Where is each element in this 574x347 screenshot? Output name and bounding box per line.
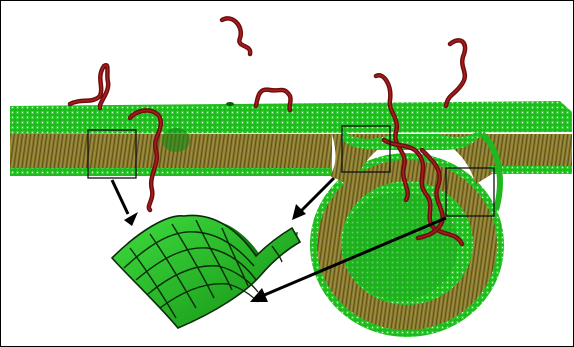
surface-dimple: [226, 102, 234, 106]
polymer-chain: [446, 40, 465, 106]
bilayer-bottom-heads-right: [482, 166, 572, 174]
polymer-chain: [70, 65, 108, 108]
curved-membrane-patch: [112, 215, 300, 328]
bilayer-bottom-heads-left: [10, 168, 332, 176]
surface-dimple: [162, 128, 190, 152]
arrow-left-to-patch: [112, 180, 138, 226]
patch-surface: [112, 215, 300, 328]
polymer-chain: [222, 18, 250, 54]
vesicle-bud: [310, 128, 504, 337]
